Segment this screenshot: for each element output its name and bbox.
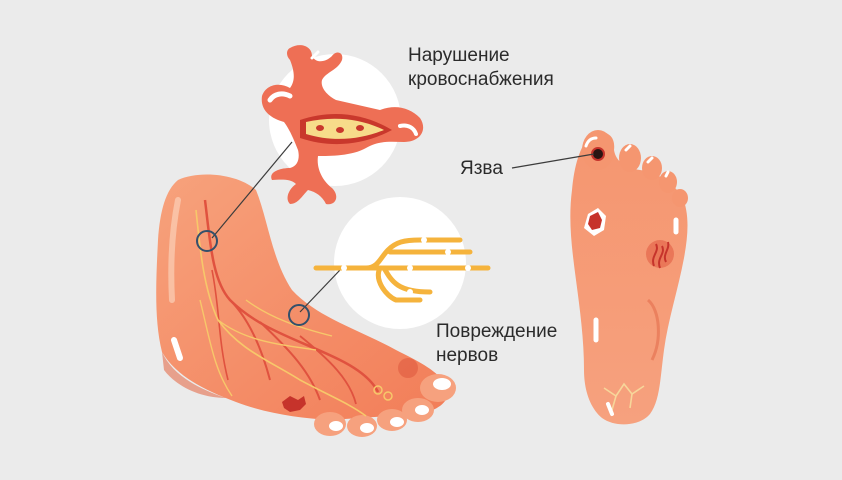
nerve-damage-label-line2: нервов (436, 345, 499, 366)
blood-supply-label-line1: Нарушение (408, 45, 510, 66)
ulcer-label: Язва (460, 157, 503, 181)
blood-vessel-illustration (261, 45, 424, 205)
nerve-pointer-line (299, 269, 341, 313)
vessel-pointer-line (211, 141, 293, 239)
foot-side-view (156, 174, 456, 437)
nerve-callout-circle (334, 197, 466, 329)
nerve-damage-dots (341, 237, 471, 295)
vessel-marker-ring (196, 230, 218, 252)
blood-supply-label: Нарушение кровоснабжения (408, 44, 554, 92)
nerve-marker-ring (288, 304, 310, 326)
foot-sole-view (570, 130, 688, 425)
ulcer-label-text: Язва (460, 158, 503, 179)
ulcer-pointer-line (511, 153, 595, 169)
blood-supply-label-line2: кровоснабжения (408, 69, 554, 90)
nerve-damage-label: Повреждение нервов (436, 320, 557, 368)
nerve-damage-label-line1: Повреждение (436, 321, 558, 342)
